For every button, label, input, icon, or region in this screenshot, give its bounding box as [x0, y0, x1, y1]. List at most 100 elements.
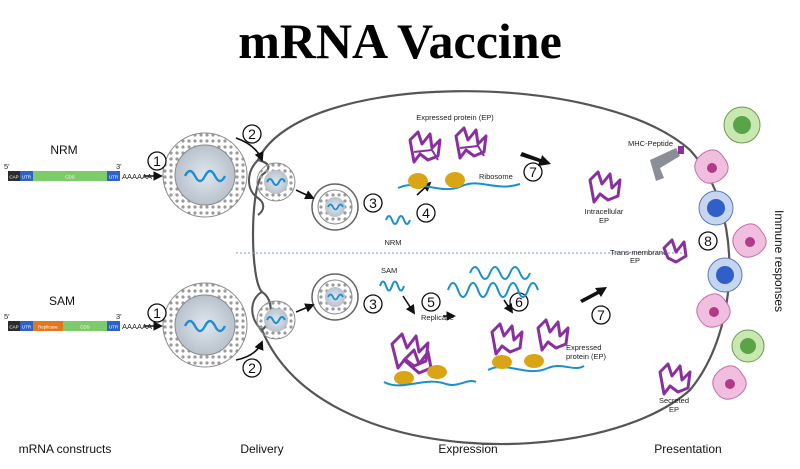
- lnp-large-top: [162, 132, 248, 218]
- step-1-bottom: 1: [147, 303, 167, 323]
- svg-text:1: 1: [153, 153, 161, 169]
- ribosome-translation-bottom: Expressed protein (EP): [487, 318, 607, 373]
- nrm-utr5-text: UTR: [22, 175, 32, 180]
- nrm-five-prime: 5': [4, 162, 10, 171]
- svg-text:Trans-membrane: Trans-membrane: [610, 248, 667, 257]
- lnp-large-bottom: [162, 282, 248, 368]
- immune-cells: [694, 106, 767, 400]
- sam-cds-block: [63, 321, 107, 331]
- thick-arrows: [520, 152, 607, 303]
- step-2-top: 2: [242, 124, 262, 144]
- expressed-protein-bottom-label-1: Expressed: [566, 343, 601, 352]
- sam-replicase-block: [33, 321, 63, 331]
- sam-cds-text: CDS: [80, 325, 90, 330]
- intracellular-ep: Intracellular EP: [585, 170, 624, 225]
- mhc-peptide-label: MHC-Peptide: [628, 139, 673, 148]
- step-8: 8: [698, 231, 718, 251]
- svg-text:EP: EP: [599, 216, 609, 225]
- step-3-bottom: 3: [363, 294, 383, 314]
- sam-construct: SAM 5' 3' CAP UTR Replicase CDS UTR AAAA…: [4, 294, 152, 331]
- svg-text:2: 2: [248, 360, 256, 376]
- svg-text:Secreted: Secreted: [659, 396, 689, 405]
- nrm-strand: NRM: [384, 215, 411, 247]
- nrm-utr3-block: [107, 171, 120, 181]
- protein-top-2: [454, 126, 488, 160]
- nrm-cds-text: CDS: [65, 175, 75, 180]
- sam-replicase-text: Replicase: [38, 325, 58, 330]
- svg-text:2: 2: [248, 126, 256, 142]
- svg-text:EP: EP: [669, 405, 679, 414]
- step-7-bottom: 7: [591, 305, 611, 325]
- svg-text:8: 8: [704, 233, 712, 249]
- stage-presentation: Presentation: [654, 442, 721, 456]
- nrm-cds-block: [33, 171, 107, 181]
- macrophage-1: [694, 149, 729, 184]
- step-2-bottom: 2: [242, 358, 262, 378]
- nrm-cap-text: CAP: [9, 175, 18, 180]
- sam-utr5-text: UTR: [22, 325, 32, 330]
- svg-text:6: 6: [515, 294, 523, 310]
- endosome-top: [311, 183, 359, 231]
- macrophage-4: [712, 365, 747, 400]
- step-3-top: 3: [363, 193, 383, 213]
- step-7-top: 7: [523, 162, 543, 182]
- transmembrane-ep: Trans-membrane EP: [610, 238, 688, 265]
- svg-text:Intracellular: Intracellular: [585, 207, 624, 216]
- svg-text:3: 3: [369, 296, 377, 312]
- nrm-poly-a: AAAAAA: [122, 172, 152, 181]
- svg-text:EP: EP: [630, 256, 640, 265]
- nrm-construct: NRM 5' 3' CAP UTR CDS UTR AAAAAA: [4, 143, 152, 181]
- sam-utr3-block: [107, 321, 120, 331]
- nrm-utr3-text: UTR: [109, 175, 119, 180]
- sam-utr5-block: [20, 321, 33, 331]
- sam-utr3-text: UTR: [109, 325, 119, 330]
- sam-five-prime: 5': [4, 312, 10, 321]
- svg-text:SAM: SAM: [381, 266, 397, 275]
- svg-text:7: 7: [529, 164, 537, 180]
- replicase-label: Replicase: [421, 313, 454, 322]
- lnp-endocytosis-top: [256, 162, 296, 202]
- sam-strand: SAM: [379, 266, 405, 292]
- flow-arrows: [144, 137, 514, 361]
- step-4: 4: [416, 203, 436, 223]
- macrophage-3: [696, 293, 731, 328]
- sam-three-prime: 3': [116, 312, 122, 321]
- b-cell-1: [698, 190, 734, 226]
- t-cell-1: [723, 106, 761, 144]
- lnp-endocytosis-bottom: [256, 300, 296, 340]
- b-cell-2: [707, 257, 743, 293]
- svg-text:3: 3: [369, 195, 377, 211]
- ribosome-label: Ribosome: [479, 172, 513, 181]
- secreted-ep: Secreted EP: [658, 362, 692, 414]
- sam-title: SAM: [49, 294, 75, 308]
- expressed-protein-bottom-label-2: protein (EP): [566, 352, 607, 361]
- ribosome-translation-top: Ribosome: [397, 172, 521, 191]
- svg-text:4: 4: [422, 205, 430, 221]
- nrm-three-prime: 3': [116, 162, 122, 171]
- protein-top-1: [408, 130, 442, 164]
- svg-text:NRM: NRM: [384, 238, 401, 247]
- amplified-rna: [447, 266, 539, 298]
- stage-expression: Expression: [438, 442, 497, 456]
- step-1-top: 1: [147, 151, 167, 171]
- step-5: 5: [421, 292, 441, 312]
- t-cell-2: [731, 329, 765, 363]
- immune-responses-label: Immune responses: [772, 210, 786, 312]
- endosome-bottom: [311, 273, 359, 321]
- mhc-peptide: MHC-Peptide: [628, 139, 684, 181]
- svg-text:5: 5: [427, 294, 435, 310]
- sam-cap-text: CAP: [9, 325, 18, 330]
- macrophage-2: [732, 223, 767, 258]
- svg-text:7: 7: [597, 307, 605, 323]
- replicase-complex: Replicase: [383, 313, 477, 387]
- nrm-cap-block: [8, 171, 20, 181]
- nrm-utr5-block: [20, 171, 33, 181]
- stage-delivery: Delivery: [240, 442, 283, 456]
- stage-mrna-constructs: mRNA constructs: [19, 442, 112, 456]
- svg-text:1: 1: [153, 305, 161, 321]
- page-title: mRNA Vaccine: [238, 13, 562, 69]
- sam-cap-block: [8, 321, 20, 331]
- sam-poly-a: AAAAAA: [122, 322, 152, 331]
